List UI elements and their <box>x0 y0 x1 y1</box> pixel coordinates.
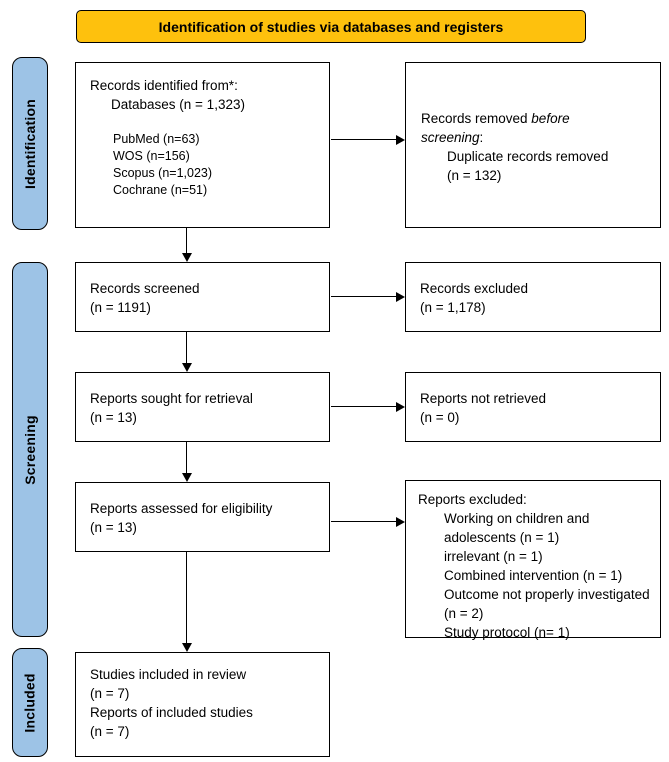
text-line: Reports excluded: <box>418 492 527 507</box>
box-reports-not-retrieved: Reports not retrieved (n = 0) <box>405 372 661 442</box>
text-line: Records identified from*: <box>90 78 238 93</box>
stage-label-included: Included <box>12 648 48 757</box>
text-line: screening: <box>421 128 650 147</box>
text-line: Reports sought for retrieval <box>90 391 253 406</box>
text-line: Studies included in review <box>90 667 247 682</box>
text-line: Records excluded <box>420 281 529 296</box>
box-records-excluded: Records excluded (n = 1,178) <box>405 262 661 332</box>
arrow-assessed-to-included-head-icon <box>182 643 192 652</box>
text-line: Reports not retrieved <box>420 391 547 406</box>
list-item: Study protocol (n= 1) <box>444 625 570 640</box>
arrow-sought-to-assessed-head-icon <box>182 473 192 482</box>
text-segment: : <box>479 130 484 145</box>
arrow-screened-to-excluded-line <box>331 296 396 297</box>
text-line: Databases (n = 1,323) <box>111 97 245 112</box>
list-item: Outcome not properly investigated (n = 2… <box>444 587 650 621</box>
stage-label-text: Included <box>22 672 39 733</box>
box-reports-assessed: Reports assessed for eligibility (n = 13… <box>75 482 330 552</box>
list-item: WOS (n=156) <box>113 149 190 163</box>
text-line: (n = 0) <box>420 410 460 425</box>
box-records-identified: Records identified from*: Databases (n =… <box>75 62 330 228</box>
text-line: (n = 132) <box>447 168 502 183</box>
box-records-removed: Records removed before screening: Duplic… <box>405 62 661 228</box>
stage-label-screening: Screening <box>12 262 48 637</box>
stage-label-text: Screening <box>22 414 38 485</box>
text-line: Reports of included studies <box>90 705 253 720</box>
stage-label-text: Identification <box>22 98 39 189</box>
text-segment: Records removed <box>421 111 532 126</box>
arrow-screened-to-sought-head-icon <box>182 363 192 372</box>
list-item: irrelevant (n = 1) <box>444 549 543 564</box>
arrow-identified-to-removed-line <box>331 139 396 140</box>
arrow-assessed-to-reportsexcluded-line <box>331 521 396 522</box>
text-line: Duplicate records removed <box>447 149 609 164</box>
text-line: (n = 1,178) <box>420 300 486 315</box>
arrow-identified-to-screened-head-icon <box>182 253 192 262</box>
box-reports-excluded: Reports excluded: Working on children an… <box>405 480 661 640</box>
text-line: (n = 13) <box>90 520 137 535</box>
text-line: Records removed before <box>421 109 650 128</box>
arrow-screened-to-sought-line <box>186 332 187 363</box>
arrow-assessed-to-included-line <box>186 552 187 643</box>
arrow-identified-to-removed-head-icon <box>396 135 405 145</box>
text-line: Reports assessed for eligibility <box>90 501 273 516</box>
text-line: (n = 13) <box>90 410 137 425</box>
arrow-assessed-to-reportsexcluded-head-icon <box>396 517 405 527</box>
arrow-sought-to-notretrieved-head-icon <box>396 402 405 412</box>
list-item: Cochrane (n=51) <box>113 183 208 197</box>
stage-label-identification: Identification <box>12 57 48 230</box>
text-line: Records screened <box>90 281 200 296</box>
list-item: Combined intervention (n = 1) <box>444 568 623 583</box>
box-records-screened: Records screened (n = 1191) <box>75 262 330 332</box>
text-segment-italic: before <box>531 111 570 126</box>
database-source-list: PubMed (n=63) WOS (n=156) Scopus (n=1,02… <box>113 131 321 199</box>
box-reports-sought: Reports sought for retrieval (n = 13) <box>75 372 330 442</box>
list-item: PubMed (n=63) <box>113 132 200 146</box>
box-studies-included: Studies included in review (n = 7) Repor… <box>75 652 330 757</box>
text-segment-italic: screening <box>421 130 480 145</box>
banner-title: Identification of studies via databases … <box>76 10 586 43</box>
arrow-screened-to-excluded-head-icon <box>396 292 405 302</box>
text-line: (n = 1191) <box>90 300 151 315</box>
list-item: Working on children and adolescents (n =… <box>444 511 590 545</box>
arrow-sought-to-notretrieved-line <box>331 406 396 407</box>
text-line: (n = 7) <box>90 686 130 701</box>
list-item: Scopus (n=1,023) <box>113 166 213 180</box>
text-line: (n = 7) <box>90 724 130 739</box>
arrow-sought-to-assessed-line <box>186 442 187 473</box>
arrow-identified-to-screened-line <box>186 228 187 253</box>
